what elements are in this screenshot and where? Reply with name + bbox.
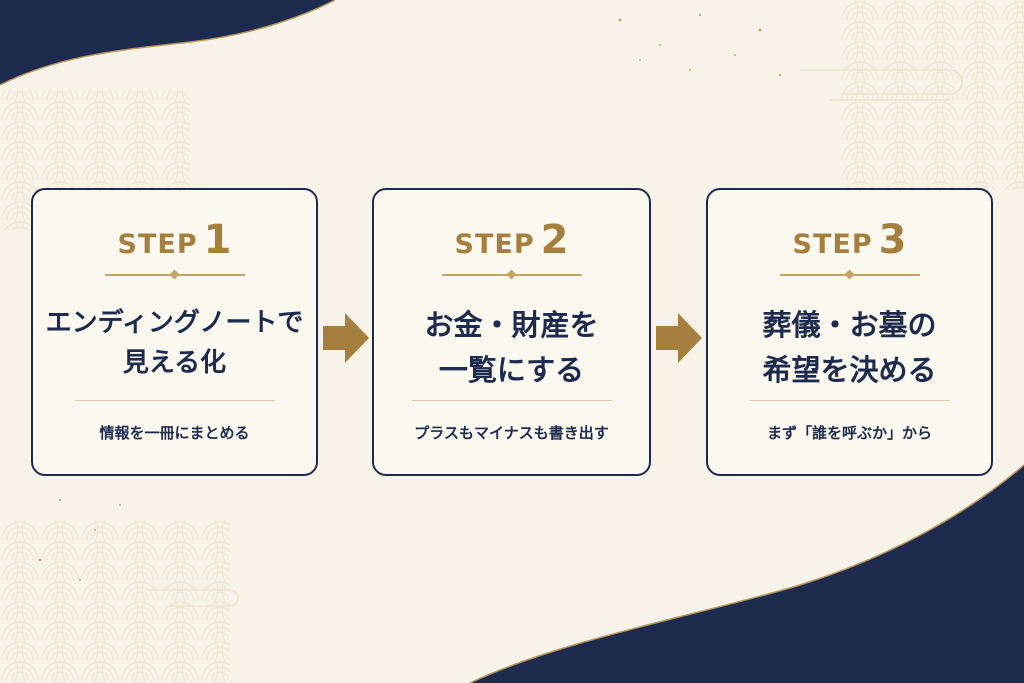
step-number: 3 [878, 217, 907, 263]
step-caption: 情報を一冊にまとめる [99, 424, 250, 442]
gold-ornament-line [104, 269, 245, 280]
step-caption: プラスもマイナスも書き出す [414, 424, 609, 442]
wave-pattern-top-right [840, 0, 1024, 190]
cloud-lines [150, 69, 963, 607]
step-title: 葬儀・お墓の 希望を決める [708, 303, 991, 393]
arrow-right-icon [656, 313, 702, 363]
divider [74, 400, 275, 401]
step-word: STEP [117, 229, 198, 260]
step-title-line: お金・財産を [424, 308, 599, 342]
step-title-line: エンディングノートで [45, 308, 304, 338]
navy-wave-top-left [0, 0, 335, 85]
step-title-line: 希望を決める [762, 352, 937, 387]
gold-ornament-line [441, 269, 582, 280]
wave-pattern-bottom-left [0, 520, 230, 683]
divider [411, 400, 612, 401]
step-number: 2 [540, 217, 569, 263]
step-title-line: 葬儀・お墓の [762, 308, 937, 342]
step-word: STEP [792, 229, 873, 260]
step-title-line: 一覧にする [438, 352, 585, 387]
gold-ornament-line [779, 269, 920, 280]
navy-wave-bottom-right [470, 465, 1024, 683]
step-title-line: 見える化 [122, 348, 227, 379]
step-number: 1 [203, 217, 232, 263]
step-word: STEP [454, 229, 535, 260]
arrow-right-icon [323, 313, 369, 363]
diamond-icon [506, 269, 516, 280]
diamond-icon [169, 269, 179, 280]
step-caption: まず「誰を呼ぶか」から [766, 424, 932, 442]
divider [749, 400, 950, 401]
step-title: お金・財産を 一覧にする [374, 303, 649, 393]
diamond-icon [844, 269, 854, 280]
step-title: エンディングノートで 見える化 [33, 303, 316, 384]
gold-speckles [38, 13, 782, 581]
